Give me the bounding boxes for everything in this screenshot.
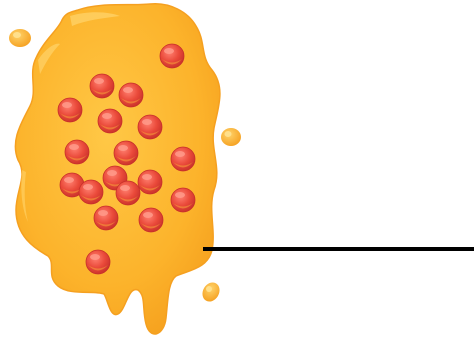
granule-highlight (62, 102, 72, 108)
granule-highlight (164, 48, 174, 54)
granule-highlight (98, 210, 108, 216)
pointer-label (380, 228, 470, 244)
droplet (199, 279, 223, 304)
droplet (9, 29, 31, 47)
granule-highlight (123, 87, 133, 93)
granule-highlight (64, 177, 74, 183)
granule-highlight (107, 170, 117, 176)
granule-highlight (120, 185, 130, 191)
granule-highlight (102, 113, 112, 119)
droplet (13, 32, 21, 38)
granule-highlight (118, 145, 128, 151)
droplet (221, 128, 241, 146)
granule-highlight (94, 78, 104, 84)
droplet (225, 131, 232, 137)
granule-highlight (142, 174, 152, 180)
droplet (206, 286, 212, 292)
granule-highlight (90, 254, 100, 260)
granule-highlight (175, 151, 185, 157)
granule-highlight (69, 144, 79, 150)
granule-highlight (83, 184, 93, 190)
granule-highlight (143, 212, 153, 218)
granule-highlight (142, 119, 152, 125)
granule-highlight (175, 192, 185, 198)
